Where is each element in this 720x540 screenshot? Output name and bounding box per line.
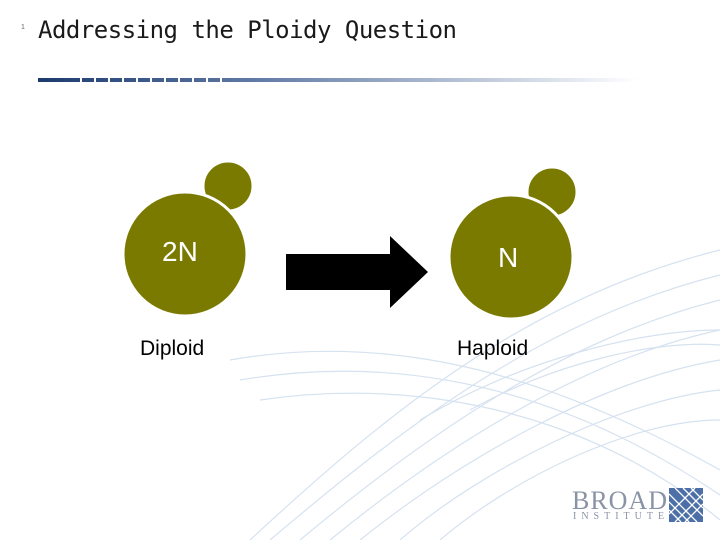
- title-underline: [38, 78, 638, 82]
- haploid-caption: Haploid: [457, 337, 529, 360]
- diploid-body: [121, 190, 249, 318]
- transition-arrow: [286, 236, 428, 308]
- haploid-body: [448, 193, 575, 321]
- slide-marker: 1: [21, 24, 25, 31]
- logo-name: BROAD: [572, 486, 669, 515]
- broad-logo-icon: [669, 488, 703, 522]
- logo-subtitle: INSTITUTE: [573, 511, 670, 522]
- diploid-caption: Diploid: [140, 337, 205, 360]
- diploid-label: 2N: [162, 236, 198, 267]
- haploid-label: N: [498, 242, 519, 273]
- diploid-cell: [121, 159, 255, 318]
- haploid-cell: [448, 165, 579, 321]
- slide-title: Addressing the Ploidy Question: [38, 16, 457, 44]
